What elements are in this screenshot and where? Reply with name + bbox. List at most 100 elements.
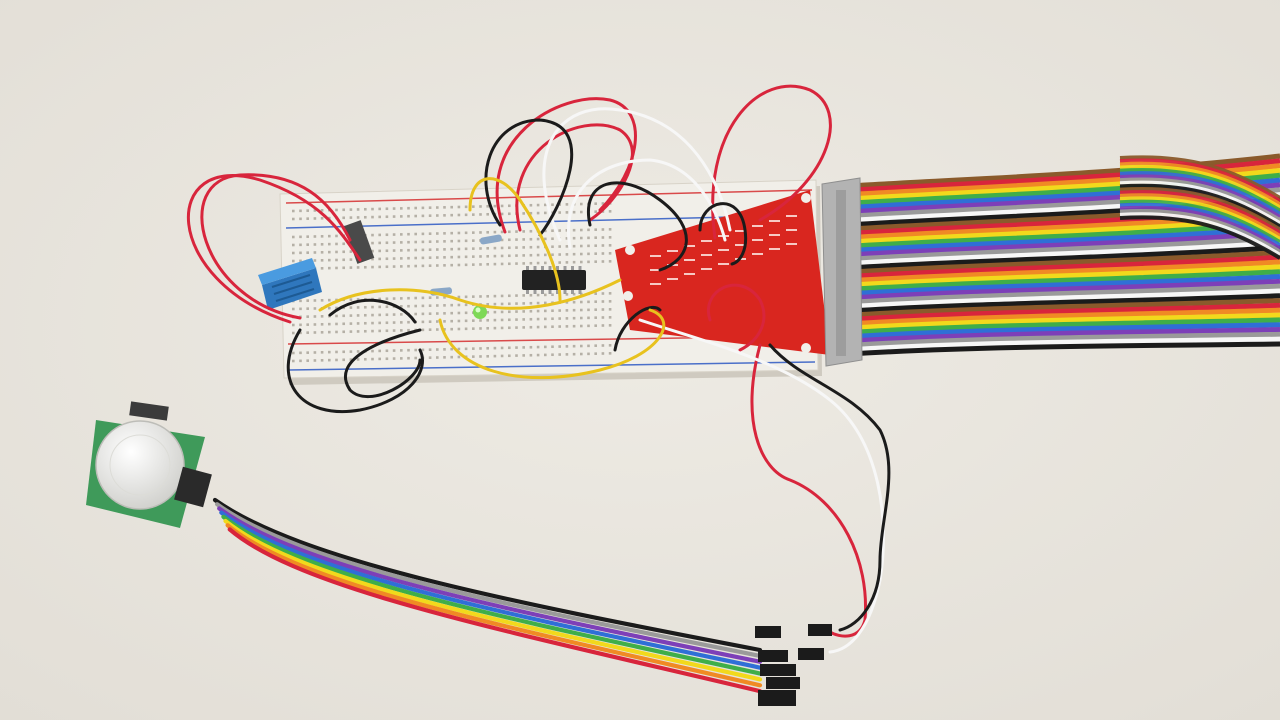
jumper-wire (438, 308, 666, 380)
breadboard-hole (292, 217, 295, 221)
breadboard-hole (414, 206, 417, 210)
breadboard-hole (328, 266, 331, 270)
breadboard-hole (342, 358, 345, 362)
breadboard-hole (371, 265, 374, 269)
breadboard-hole (544, 261, 547, 265)
breadboard-hole (378, 349, 381, 353)
breadboard-hole (436, 296, 439, 299)
breadboard-hole (385, 349, 389, 353)
breadboard-hole (371, 357, 374, 361)
jumper-wire (587, 181, 688, 272)
breadboard-hole (608, 244, 612, 247)
breadboard-hole (486, 230, 489, 234)
breadboard-hole (400, 257, 403, 260)
ribbon-wire (849, 327, 1280, 344)
breadboard-hole (342, 208, 345, 212)
ic-chip-legs (526, 266, 582, 294)
breadboard-hole (421, 248, 425, 252)
jumper-wire (328, 298, 417, 324)
breadboard-hole (313, 323, 317, 326)
breadboard-hole (443, 206, 446, 209)
breadboard-hole (378, 215, 381, 219)
breadboard-hole (587, 344, 590, 348)
header-pins (343, 220, 375, 264)
breadboard-hole (450, 213, 453, 217)
breadboard-hole (414, 232, 417, 236)
breadboard-hole (450, 303, 453, 307)
breadboard-hole (328, 242, 331, 246)
jumper-wire (343, 328, 422, 398)
ribbon-wire (1119, 161, 1280, 207)
breadboard-hole (313, 359, 317, 362)
breadboard-hole (371, 249, 374, 253)
breadboard-hole (392, 329, 396, 332)
breadboard-hole (565, 261, 569, 264)
breadboard-hole (544, 293, 547, 297)
breadboard-hole (500, 294, 504, 298)
breadboard-hole (335, 322, 338, 326)
breadboard-hole (508, 262, 511, 266)
breadboard-hole (356, 358, 360, 361)
breadboard-hole (608, 236, 612, 239)
breadboard-hole (493, 326, 497, 330)
breadboard-hole (299, 235, 302, 239)
ribbon-wire (849, 274, 1280, 297)
breadboard-hole (594, 352, 597, 355)
breadboard-hole (580, 300, 583, 304)
breadboard-hole (587, 308, 590, 312)
breadboard-hole (414, 256, 417, 260)
breadboard-hole (529, 237, 533, 241)
breadboard-hole (558, 229, 561, 232)
breadboard-hole (587, 300, 590, 304)
ribbon-wire (849, 307, 1280, 327)
ribbon-wire (849, 317, 1280, 335)
breadboard-hole (558, 309, 561, 312)
breadboard-hole (508, 318, 511, 322)
breadboard-hole (385, 249, 389, 253)
breadboard-hole (292, 359, 295, 363)
breadboard-hole (407, 304, 410, 308)
breadboard-hole (306, 209, 309, 212)
breadboard-hole (436, 356, 439, 359)
breadboard-hole (500, 246, 504, 250)
breadboard-hole (414, 264, 417, 268)
breadboard-hole (486, 212, 489, 216)
breadboard-hole (292, 235, 295, 239)
breadboard-hole (313, 217, 317, 220)
breadboard-hole (450, 327, 453, 331)
breadboard-hole (493, 310, 497, 314)
breadboard-hole (601, 292, 605, 295)
breadboard-hole (392, 215, 396, 218)
breadboard-hole (565, 245, 569, 248)
breadboard-hole (436, 328, 439, 331)
ribbon-wire (849, 240, 1280, 267)
breadboard-hole (335, 306, 338, 310)
breadboard-hole (356, 216, 360, 219)
breadboard-hole (544, 229, 547, 233)
breadboard-hole (436, 264, 439, 267)
breadboard-hole (580, 324, 583, 328)
breadboard-hole (580, 316, 583, 320)
breadboard-hole (536, 309, 540, 313)
ribbon-wire (849, 249, 1280, 275)
breadboard-hole (320, 351, 324, 354)
breadboard-hole (320, 251, 324, 254)
breadboard-hole (349, 258, 353, 261)
breadboard-hole (558, 211, 561, 214)
silkscreen-label (650, 269, 661, 271)
breadboard-hole (464, 239, 468, 243)
breadboard-hole (580, 202, 583, 206)
breadboard-hole (450, 347, 453, 351)
breadboard-hole (464, 205, 468, 209)
breadboard-hole (479, 263, 482, 266)
breadboard-hole (400, 207, 403, 210)
breadboard-hole (320, 315, 324, 318)
breadboard-hole (486, 346, 489, 350)
breadboard-hole (450, 355, 453, 359)
ribbon-wire (1119, 180, 1280, 225)
breadboard-hole (328, 234, 331, 238)
breadboard-hole (407, 240, 410, 244)
breadboard-hole (572, 324, 576, 328)
breadboard-hole (522, 262, 525, 265)
breadboard-hole (356, 314, 360, 317)
